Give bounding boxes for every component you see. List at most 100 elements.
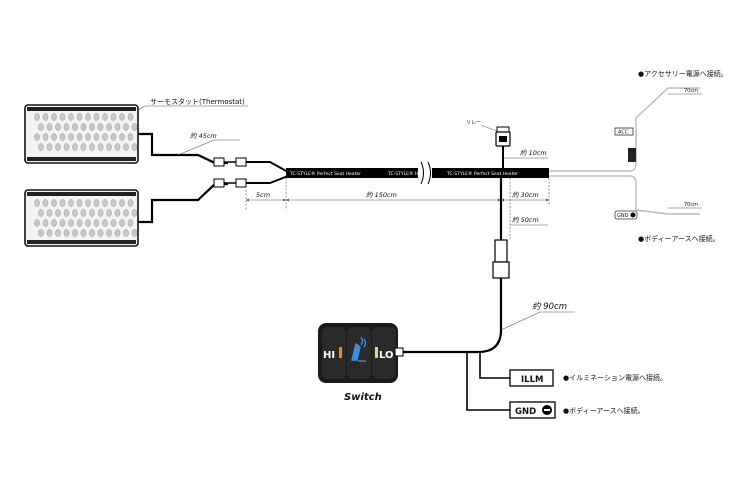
thermostat-connectors	[213, 157, 247, 188]
dimension-lines	[137, 93, 702, 331]
heating-element-dot	[127, 133, 134, 141]
heating-element-dot	[97, 143, 104, 151]
heating-element-dot	[42, 113, 49, 121]
switch-cable	[400, 178, 503, 354]
seat-heater-icon	[351, 336, 367, 362]
heating-element-dot	[85, 219, 91, 227]
switch-hi-label: HI	[323, 350, 335, 361]
gnd-terminal-label: GND	[515, 407, 536, 417]
switch-branches	[466, 352, 510, 411]
heating-element-dot	[93, 133, 100, 141]
heating-element-dot	[106, 143, 112, 151]
heating-element-dot	[123, 143, 129, 151]
heating-element-dot	[131, 123, 138, 131]
heating-element-dot	[38, 229, 44, 237]
switch-lo-label: LO	[379, 350, 394, 361]
heating-element-dot	[131, 143, 138, 151]
heating-element-dot	[97, 209, 104, 217]
heating-element-dot	[123, 209, 129, 217]
power-wires	[549, 87, 700, 215]
heating-element-dot	[55, 229, 61, 237]
heating-element-dot	[119, 113, 125, 121]
heating-element-dot	[76, 219, 83, 227]
illm-terminal-label: ILLM	[521, 375, 543, 385]
heating-element-dot	[119, 199, 125, 207]
cable-print-1: TC-STYLE® Perfect Seat Heater	[289, 170, 361, 177]
switch-title: Switch	[344, 392, 382, 403]
acc-note: ●アクセサリー電源へ接続。	[638, 69, 728, 78]
heating-element-dot	[46, 229, 53, 237]
heating-element-dot	[102, 219, 108, 227]
heating-element-dot	[119, 133, 125, 141]
heating-element-dot	[89, 229, 95, 237]
heating-element-dot	[34, 133, 40, 141]
heating-element-dot	[38, 209, 44, 217]
heating-element-dot	[80, 209, 87, 217]
heating-element-dot	[89, 143, 95, 151]
heating-element-dot	[106, 209, 112, 217]
heating-element-dot	[55, 209, 61, 217]
length-30-label: 約 30cm	[512, 191, 539, 199]
heating-element-dot	[97, 123, 104, 131]
main-harness: TC-STYLE® Perfect Seat Heater TC-STYLE® …	[286, 161, 549, 185]
heating-element-dot	[127, 113, 134, 121]
heating-element-dot	[106, 123, 112, 131]
relay	[480, 124, 511, 147]
length-45-label: 約 45cm	[190, 132, 217, 140]
heating-element-dot	[38, 143, 44, 151]
heating-element-dot	[38, 123, 44, 131]
inline-connector	[492, 239, 510, 279]
harness-merge	[246, 161, 289, 184]
heating-element-dot	[51, 219, 57, 227]
heating-element-dot	[76, 199, 83, 207]
length-90-label: 約 90cm	[532, 301, 567, 312]
heating-element-dot	[85, 113, 91, 121]
heating-element-dot	[80, 143, 87, 151]
heating-element-dot	[110, 199, 117, 207]
heating-element-dot	[131, 209, 138, 217]
heating-element-dot	[110, 113, 117, 121]
heating-element-dot	[93, 219, 100, 227]
cable-print-3: TC-STYLE® Perfect Seat Heater	[446, 170, 518, 177]
gnd-small-terminal: GND	[614, 210, 638, 220]
heating-element-dot	[127, 199, 134, 207]
switch: HI LO Switch	[318, 323, 404, 403]
pad-cables	[138, 132, 228, 224]
heating-element-dot	[46, 123, 53, 131]
relay-label: リレー	[466, 120, 481, 126]
lo-indicator	[375, 347, 378, 358]
heating-element-dot	[93, 113, 100, 121]
heating-element-dot	[106, 229, 112, 237]
heating-element-dot	[34, 219, 40, 227]
illm-terminal: ILLM	[509, 369, 554, 387]
length-5-label: 5cm	[256, 191, 270, 199]
heating-element-dot	[72, 229, 78, 237]
arrow-heads	[246, 198, 549, 202]
heating-element-dot	[93, 199, 100, 207]
heating-element-dot	[51, 133, 57, 141]
heating-element-dot	[127, 219, 134, 227]
heating-element-dot	[89, 123, 95, 131]
fuse	[628, 148, 636, 162]
heating-element-dot	[114, 143, 121, 151]
heating-element-dot	[102, 199, 108, 207]
thermostat-label: サーモスタット(Thermostat)	[150, 97, 245, 106]
heating-element-dot	[123, 229, 129, 237]
heating-element-dot	[59, 199, 66, 207]
heating-element-dot	[55, 143, 61, 151]
heating-element-dot	[85, 133, 91, 141]
acc-terminal-label: ACC	[618, 130, 629, 136]
heating-element-dot	[63, 143, 70, 151]
heating-element-dot	[119, 219, 125, 227]
length-10-label: 約 10cm	[520, 149, 547, 157]
heater-pad-bottom	[24, 189, 139, 247]
body-ground-note-top: ●ボディーアースへ接続。	[638, 234, 720, 243]
heating-element-dot	[34, 113, 40, 121]
heating-element-dot	[76, 113, 83, 121]
heating-element-dot	[59, 113, 66, 121]
heating-element-dot	[34, 199, 40, 207]
length-150-label: 約 150cm	[366, 191, 397, 199]
heating-element-dot	[68, 113, 74, 121]
heating-element-dot	[42, 219, 49, 227]
